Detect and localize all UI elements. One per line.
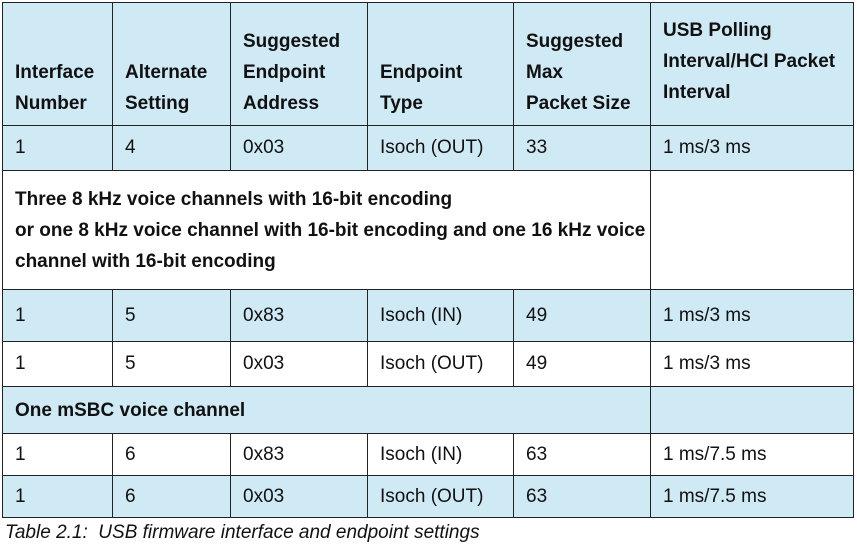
- cell-address: 0x03: [230, 341, 368, 387]
- table-row: 1 5 0x03 Isoch (OUT) 49 1 ms/3 ms: [2, 341, 854, 387]
- cell-packet-size: 63: [513, 475, 651, 518]
- table-row: 1 5 0x83 Isoch (IN) 49 1 ms/3 ms: [2, 289, 854, 342]
- table-caption: Table 2.1: USB firmware interface and en…: [5, 522, 480, 543]
- cell-alternate: 6: [112, 475, 231, 518]
- cell-interval: 1 ms/3 ms: [650, 289, 854, 342]
- cell-type: Isoch (IN): [367, 289, 514, 342]
- cell-interval: 1 ms/3 ms: [650, 125, 854, 171]
- cell-alternate: 4: [112, 125, 231, 171]
- cell-address: 0x03: [230, 125, 368, 171]
- cell-interval: 1 ms/7.5 ms: [650, 433, 854, 476]
- section-row: Three 8 kHz voice channels with 16-bit e…: [2, 170, 854, 290]
- section-description: One mSBC voice channel: [2, 386, 651, 434]
- cell-packet-size: 33: [513, 125, 651, 171]
- cell-interface: 1: [2, 341, 113, 387]
- cell-interval: 1 ms/7.5 ms: [650, 475, 854, 518]
- section-empty-cell: [650, 386, 854, 434]
- cell-type: Isoch (OUT): [367, 125, 514, 171]
- section-row: One mSBC voice channel: [2, 386, 854, 434]
- table-row: 1 6 0x03 Isoch (OUT) 63 1 ms/7.5 ms: [2, 475, 854, 518]
- cell-packet-size: 63: [513, 433, 651, 476]
- cell-type: Isoch (IN): [367, 433, 514, 476]
- cell-interface: 1: [2, 125, 113, 171]
- cell-address: 0x83: [230, 289, 368, 342]
- cell-alternate: 5: [112, 341, 231, 387]
- cell-type: Isoch (OUT): [367, 341, 514, 387]
- cell-address: 0x03: [230, 475, 368, 518]
- table-row: 1 6 0x83 Isoch (IN) 63 1 ms/7.5 ms: [2, 433, 854, 476]
- cell-type: Isoch (OUT): [367, 475, 514, 518]
- cell-interface: 1: [2, 433, 113, 476]
- cell-alternate: 6: [112, 433, 231, 476]
- cell-packet-size: 49: [513, 341, 651, 387]
- cell-packet-size: 49: [513, 289, 651, 342]
- cell-interval: 1 ms/3 ms: [650, 341, 854, 387]
- section-empty-cell: [650, 170, 854, 290]
- cell-interface: 1: [2, 475, 113, 518]
- cell-interface: 1: [2, 289, 113, 342]
- cell-alternate: 5: [112, 289, 231, 342]
- table-row: 1 4 0x03 Isoch (OUT) 33 1 ms/3 ms: [2, 125, 854, 171]
- cell-address: 0x83: [230, 433, 368, 476]
- section-description: Three 8 kHz voice channels with 16-bit e…: [2, 170, 651, 290]
